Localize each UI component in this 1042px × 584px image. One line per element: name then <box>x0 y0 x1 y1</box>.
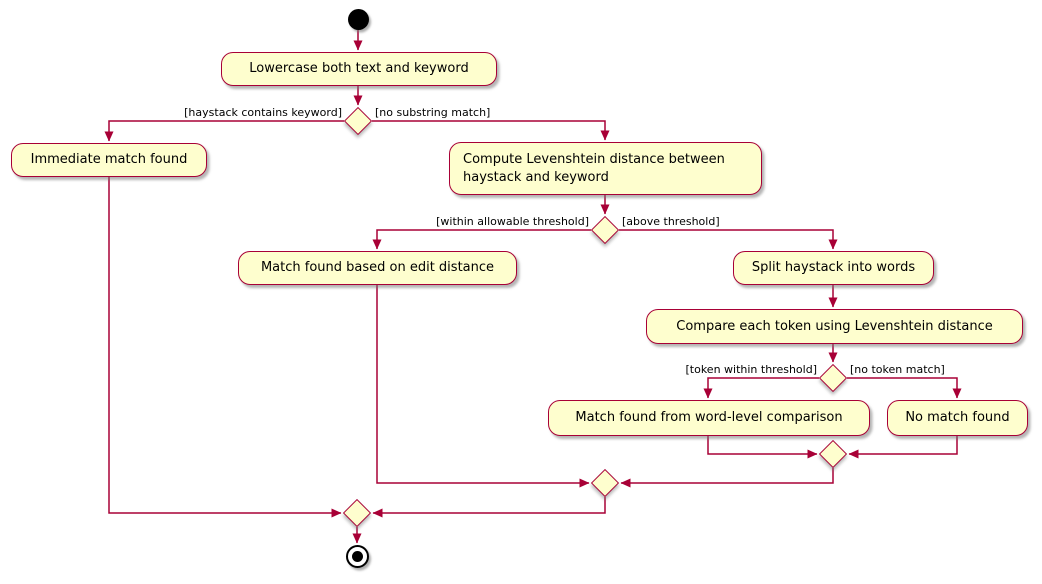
edge-label-within-threshold: [within allowable threshold] <box>436 215 589 228</box>
end-node-dot <box>352 551 363 562</box>
connector-decision2-to-split <box>619 229 838 250</box>
end-node <box>346 545 369 568</box>
activity-match-word-level: Match found from word-level comparison <box>548 400 870 436</box>
connector-decision3-to-wordlevel <box>703 377 819 399</box>
activity-compare-tokens: Compare each token using Levenshtein dis… <box>646 309 1023 344</box>
activity-compare-tokens-label: Compare each token using Levenshtein dis… <box>676 318 993 334</box>
edge-label-above-threshold: [above threshold] <box>622 215 720 228</box>
connector-merge2-to-merge3 <box>372 497 606 518</box>
connector-nomatch-to-merge1 <box>848 436 958 459</box>
activity-immediate-match: Immediate match found <box>11 143 207 177</box>
connector-merge1-to-merge2 <box>620 468 834 488</box>
connector-wordlevel-to-merge1 <box>707 436 818 459</box>
start-node <box>348 9 369 30</box>
activity-match-word-level-label: Match found from word-level comparison <box>575 410 843 426</box>
activity-match-edit-distance-label: Match found based on edit distance <box>260 260 495 276</box>
connector-decision1-to-compute <box>372 120 610 141</box>
connector-match-edit-to-merge2 <box>376 285 590 488</box>
activity-split-words-label: Split haystack into words <box>751 260 916 276</box>
edge-label-no-token-match: [no token match] <box>850 363 945 376</box>
activity-lowercase: Lowercase both text and keyword <box>221 52 497 86</box>
activity-compute-levenshtein: Compute Levenshtein distance between hay… <box>449 142 762 195</box>
activity-compute-levenshtein-label: Compute Levenshtein distance between hay… <box>463 151 725 185</box>
activity-immediate-match-label: Immediate match found <box>30 152 188 168</box>
activity-match-edit-distance: Match found based on edit distance <box>238 251 517 285</box>
activity-no-match-label: No match found <box>905 410 1010 426</box>
activity-lowercase-label: Lowercase both text and keyword <box>249 61 469 77</box>
edge-label-no-substring: [no substring match] <box>375 106 491 119</box>
edge-label-token-within: [token within threshold] <box>685 363 817 376</box>
connector-decision3-to-nomatch <box>847 377 962 399</box>
activity-no-match: No match found <box>887 400 1028 436</box>
connector-decision2-to-match-edit <box>372 229 591 250</box>
connector-immediate-to-merge3 <box>108 177 342 518</box>
connector-decision1-to-immediate <box>104 120 344 142</box>
edge-label-haystack-contains: [haystack contains keyword] <box>184 106 342 119</box>
activity-split-words: Split haystack into words <box>733 251 934 285</box>
